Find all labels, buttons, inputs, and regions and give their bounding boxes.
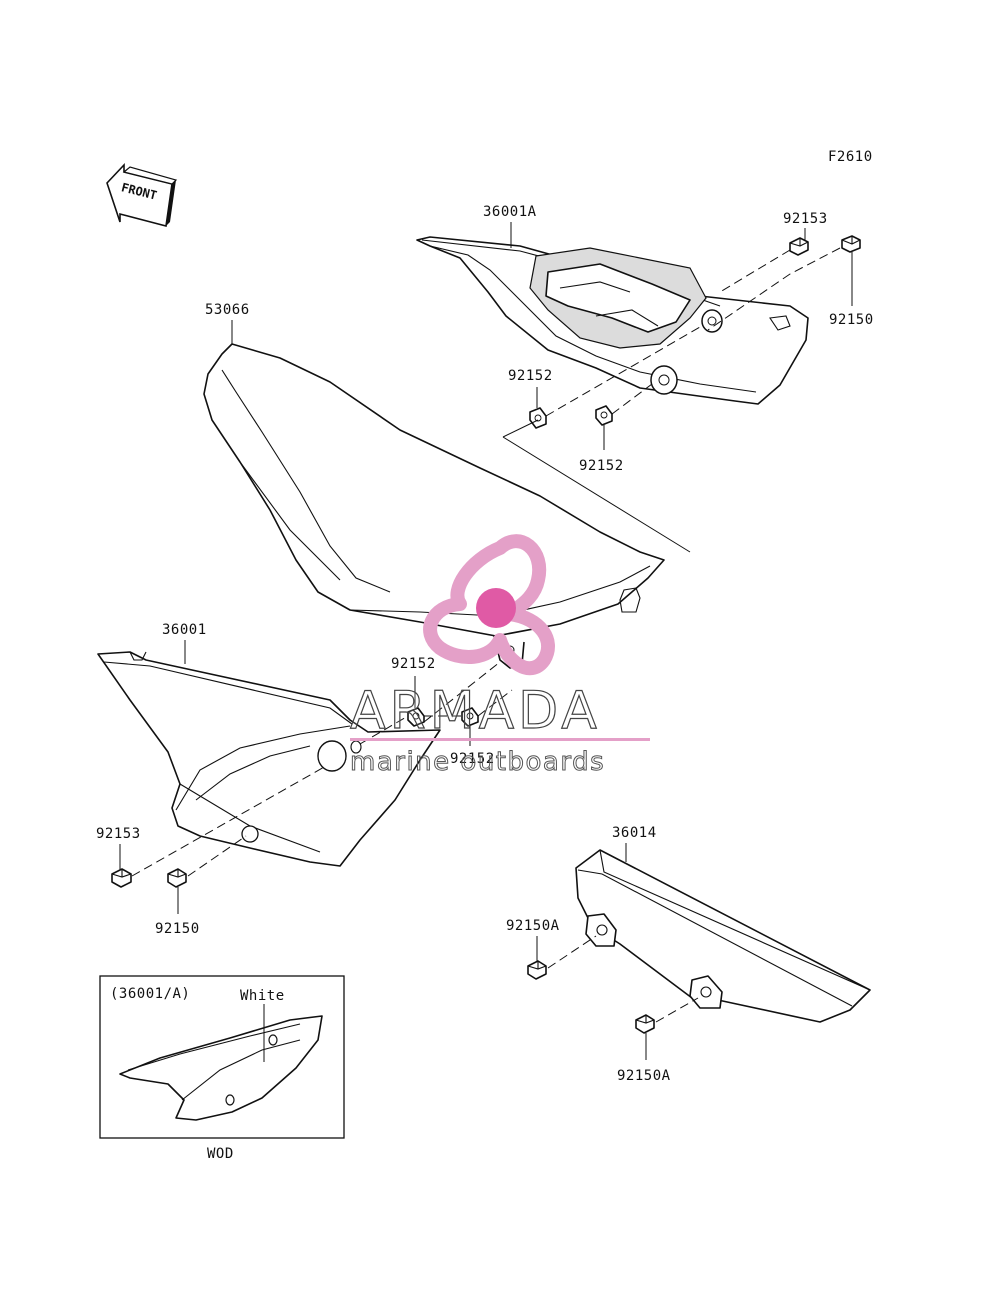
- label-92152-a: 92152: [508, 368, 553, 384]
- watermark-brand: ARMADA: [350, 681, 601, 741]
- washer-92152-a-icon: [529, 407, 547, 429]
- label-92152-c: 92152: [391, 656, 436, 672]
- inset-box: [99, 975, 345, 1139]
- label-53066: 53066: [205, 302, 250, 318]
- label-92153-top: 92153: [783, 211, 828, 227]
- armada-logo: [423, 534, 555, 676]
- figure-code: F2610: [828, 149, 873, 165]
- bolt-92150A-b-icon: [635, 1014, 655, 1034]
- label-92152-b: 92152: [579, 458, 624, 474]
- front-arrow-icon: FRONT: [106, 162, 178, 228]
- side-cover-right-36001A: [416, 236, 809, 405]
- label-36014: 36014: [612, 825, 657, 841]
- inset-title: (36001/A): [110, 986, 190, 1002]
- label-92152-d: 92152: [450, 751, 495, 767]
- bolt-92150A-a-icon: [527, 960, 547, 980]
- label-36001A: 36001A: [483, 204, 537, 220]
- inset-color-note: White: [240, 988, 285, 1004]
- washer-92152-b-icon: [595, 405, 613, 426]
- watermark-rule: [350, 738, 650, 741]
- bolt-92150-left-icon: [167, 868, 187, 888]
- label-36001: 36001: [162, 622, 207, 638]
- label-92150-top: 92150: [829, 312, 874, 328]
- washer-92152-d-icon: [461, 707, 479, 727]
- bolt-92150-top-icon: [841, 235, 861, 253]
- bolt-92153-left-icon: [111, 868, 132, 888]
- label-92150A-a: 92150A: [506, 918, 560, 934]
- label-92150-left: 92150: [155, 921, 200, 937]
- label-92153-left: 92153: [96, 826, 141, 842]
- bolt-92153-top-icon: [789, 237, 809, 256]
- label-92150A-b: 92150A: [617, 1068, 671, 1084]
- watermark-tagline: marine outboards: [350, 747, 605, 777]
- inset-caption: WOD: [207, 1146, 234, 1162]
- chain-guard-36014: [575, 849, 871, 1023]
- side-cover-left-36001: [97, 651, 441, 867]
